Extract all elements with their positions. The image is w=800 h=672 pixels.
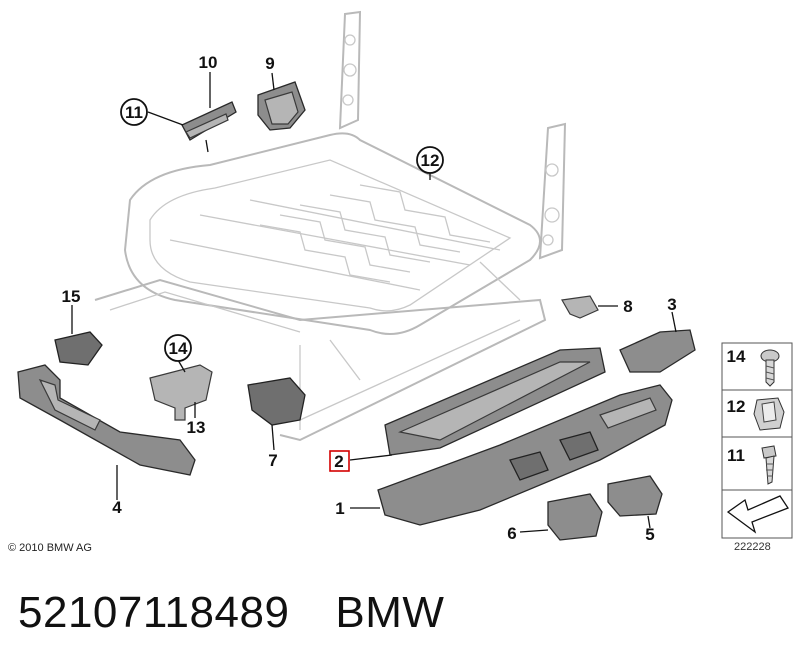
callout-13: 13: [187, 418, 206, 437]
callout-6: 6: [507, 524, 516, 543]
callout-4: 4: [112, 498, 122, 517]
brand-name: BMW: [335, 588, 445, 637]
legend-label-11: 11: [727, 446, 745, 465]
callout-14: 14: [169, 339, 188, 358]
part-9-cover: [257, 72, 306, 131]
footer-caption: 52107118489 BMW: [18, 588, 444, 638]
part-3-cover: [619, 311, 696, 373]
direction-arrow-icon: [726, 495, 789, 534]
part-1-side-trim: [350, 384, 673, 526]
part-10-bracket: [147, 72, 237, 153]
diagram-number: 222228: [734, 541, 771, 553]
part-4-trim: [17, 364, 196, 500]
copyright-notice: © 2010 BMW AG: [8, 542, 92, 554]
callout-3: 3: [667, 295, 676, 314]
callout-11: 11: [125, 103, 143, 122]
part-5-knob: [607, 475, 663, 529]
callout-1: 1: [335, 499, 344, 518]
seat-frame: [94, 10, 567, 442]
parts-diagram: 11 12 14 10 9 15 13 4 7 2 1 6 5 8 3 14 1…: [17, 10, 793, 544]
clip-nut-icon: [753, 397, 785, 431]
highlight-box-2: [329, 450, 350, 472]
hardware-legend: [721, 342, 793, 539]
part-15-cover: [54, 305, 103, 366]
callout-12: 12: [421, 151, 440, 170]
callout-15: 15: [62, 287, 81, 306]
callout-7: 7: [268, 451, 277, 470]
legend-label-14: 14: [727, 347, 746, 366]
callout-5: 5: [645, 525, 654, 544]
callout-9: 9: [265, 54, 274, 73]
part-8-clip: [561, 295, 618, 319]
callout-labels: 11 12 14 10 9 15 13 4 7 2 1 6 5 8 3 14 1…: [62, 53, 746, 544]
legend-label-12: 12: [727, 397, 746, 416]
part-number: 52107118489: [18, 588, 290, 637]
part-6-knob: [519, 493, 603, 541]
screw-icon: [760, 349, 780, 387]
callout-2: 2: [334, 452, 343, 471]
part-7-cover: [247, 377, 306, 451]
callout-8: 8: [623, 297, 632, 316]
bolt-icon: [761, 445, 777, 485]
part-2-rail-cover: [349, 347, 606, 461]
part-13-bracket: [149, 359, 213, 421]
callout-10: 10: [199, 53, 218, 72]
